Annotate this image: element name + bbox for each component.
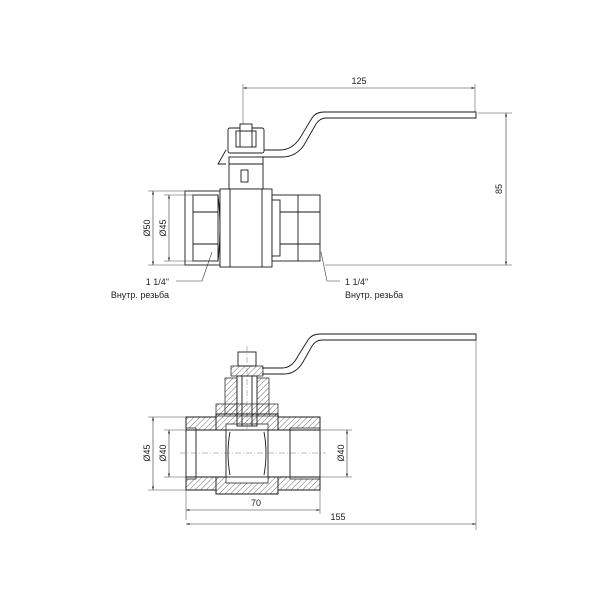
- dim-half-length: 70: [185, 490, 321, 520]
- lever-handle: [217, 111, 477, 165]
- dim-total-length-label: 155: [330, 512, 345, 522]
- dim-height-label: 85: [494, 184, 504, 194]
- right-thread-size: 1 1/4": [345, 277, 368, 287]
- top-view: 125 85: [111, 76, 512, 300]
- valve-body-section: [180, 413, 326, 495]
- dim-width-125: 125: [242, 76, 476, 132]
- dim-right-inner-label: Ø40: [336, 444, 346, 461]
- dim-left-outer-label: Ø45: [142, 444, 152, 461]
- dim-half-length-label: 70: [251, 498, 261, 508]
- dim-thread-dia: Ø45: [158, 194, 193, 262]
- right-thread-callout: 1 1/4" Внутр. резьба: [320, 251, 403, 300]
- right-thread-type: Внутр. резьба: [345, 290, 403, 300]
- valve-body-top: [184, 188, 321, 268]
- dim-left-inner-label: Ø40: [158, 444, 168, 461]
- left-thread-callout: 1 1/4" Внутр. резьба: [111, 251, 213, 300]
- dim-outer-dia: Ø50: [142, 190, 185, 266]
- section-view: Ø45 Ø40 Ø40 70 155: [142, 333, 477, 530]
- stem-nut: [227, 123, 265, 154]
- dim-right-inner: Ø40: [320, 429, 352, 478]
- dim-left-outer: Ø45: [142, 416, 186, 491]
- dim-height-85: 85: [325, 112, 512, 266]
- dim-total-length: 155: [186, 340, 477, 530]
- stem-section: [215, 346, 279, 430]
- dim-width-label: 125: [351, 76, 366, 86]
- dim-thread-dia-label: Ø45: [158, 219, 168, 236]
- section-lever: [262, 333, 477, 375]
- left-thread-type: Внутр. резьба: [111, 290, 169, 300]
- valve-neck: [228, 156, 264, 190]
- dim-outer-dia-label: Ø50: [142, 219, 152, 236]
- left-thread-size: 1 1/4": [146, 277, 169, 287]
- dim-left-inner: Ø40: [158, 429, 186, 478]
